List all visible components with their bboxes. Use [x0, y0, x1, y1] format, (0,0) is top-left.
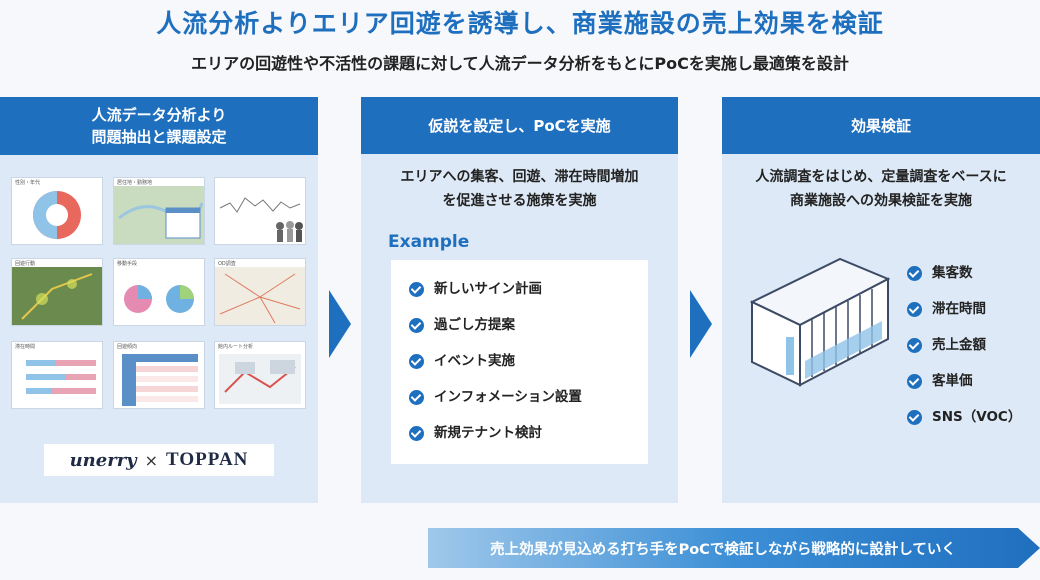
page-subtitle: エリアの回遊性や不活性の課題に対して人流データ分析をもとにPoCを実施し最適策を… [191, 54, 849, 73]
unerry-logo: unerry [69, 449, 137, 471]
list-item: イベント実施 [409, 349, 515, 369]
check-circle-icon [907, 301, 922, 317]
check-circle-icon [409, 425, 424, 441]
table-icon [122, 354, 198, 406]
check-circle-icon [907, 409, 922, 425]
thumbnail-od-map: OD調査 [214, 258, 306, 326]
list-item: SNS（VOC） [907, 405, 1021, 425]
thumbnail-people-line [214, 177, 306, 245]
thumbnail-route-analysis: 館内ルート分析 [214, 341, 306, 409]
thumbnail-migration-map: 回遊行動 [11, 258, 103, 326]
pie-chart-icon [33, 191, 81, 239]
panel-analysis-heading-line1: 人流データ分析より [91, 106, 227, 124]
building-icon [750, 257, 890, 387]
example-list: 新しいサイン計画 過ごし方提案 イベント実施 インフォメーション設置 新規テナン… [391, 260, 648, 464]
flow-arrow-1 [329, 290, 351, 358]
od-map-icon [215, 267, 305, 325]
pie-chart-icon [124, 285, 194, 313]
check-circle-icon [907, 373, 922, 389]
panel-poc-desc-line1: エリアへの集客、回遊、滞在時間増加 [400, 169, 639, 185]
map-icon [114, 186, 204, 244]
thumbnail-transport-pies: 移動手段 [113, 258, 205, 326]
toppan-logo: TOPPAN [166, 449, 249, 470]
thumbnail-migration-table: 回遊傾向 [113, 341, 205, 409]
stacked-bar-icon [26, 360, 96, 394]
panel-analysis: 人流データ分析より 問題抽出と課題設定 性別・年代 居住地・勤務地 回遊行動 [0, 97, 318, 503]
heatmap-icon [12, 267, 102, 325]
flow-arrow-2 [690, 290, 712, 358]
panel-poc-desc-line2: を促進させる施策を実施 [442, 193, 597, 209]
check-circle-icon [907, 265, 922, 281]
check-circle-icon [409, 281, 424, 297]
times-symbol: × [144, 450, 159, 470]
list-item: 売上金額 [907, 333, 986, 353]
partner-logos: unerry × TOPPAN [44, 444, 274, 476]
line-chart-icon [219, 197, 303, 242]
panel-verification-desc-line1: 人流調査をはじめ、定量調査をベースに [755, 169, 1007, 185]
panel-analysis-heading: 人流データ分析より 問題抽出と課題設定 [0, 97, 318, 155]
thumbnail-stay-time: 滞在時間 [11, 341, 103, 409]
check-circle-icon [409, 353, 424, 369]
thumbnail-residence-map: 居住地・勤務地 [113, 177, 205, 245]
panel-poc-heading: 仮説を設定し、PoCを実施 [361, 97, 678, 154]
banner-text: 売上効果が見込める打ち手をPoCで検証しながら戦略的に設計していく [490, 541, 956, 558]
floorplan-icon [219, 354, 301, 404]
list-item: 滞在時間 [907, 297, 986, 317]
banner-arrow-shape [428, 528, 1040, 568]
panel-poc: 仮説を設定し、PoCを実施 エリアへの集客、回遊、滞在時間増加 を促進させる施策… [361, 97, 678, 503]
check-circle-icon [907, 337, 922, 353]
check-circle-icon [409, 389, 424, 405]
summary-banner: 売上効果が見込める打ち手をPoCで検証しながら戦略的に設計していく [428, 528, 1040, 568]
list-item: 集客数 [907, 261, 973, 281]
list-item: 新しいサイン計画 [409, 277, 542, 297]
panel-verification-desc-line2: 商業施設への効果検証を実施 [790, 193, 972, 209]
list-item: 客単価 [907, 369, 973, 389]
list-item: 新規テナント検討 [409, 421, 542, 441]
thumbnail-gender-age: 性別・年代 [11, 177, 103, 245]
list-item: 過ごし方提案 [409, 313, 515, 333]
page-title: 人流分析よりエリア回遊を誘導し、商業施設の売上効果を検証 [156, 9, 884, 38]
example-label: Example [388, 232, 470, 252]
check-circle-icon [409, 317, 424, 333]
panel-verification-heading: 効果検証 [722, 97, 1040, 154]
panel-verification: 効果検証 人流調査をはじめ、定量調査をベースに 商業施設への効果検証を実施 集客… [722, 97, 1040, 503]
list-item: インフォメーション設置 [409, 385, 582, 405]
panel-analysis-heading-line2: 問題抽出と課題設定 [91, 128, 227, 146]
